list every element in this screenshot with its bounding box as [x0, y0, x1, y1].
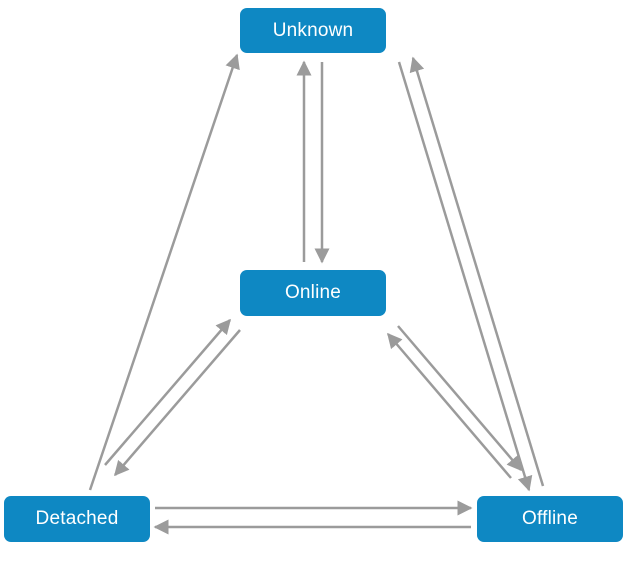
- state-node-online: Online: [240, 270, 386, 316]
- state-node-unknown: Unknown: [240, 8, 386, 53]
- state-node-detached: Detached: [4, 496, 150, 542]
- state-node-offline: Offline: [477, 496, 623, 542]
- transition-online-to-offline: [397, 325, 522, 472]
- transition-detached-to-online: [104, 318, 231, 466]
- transition-online-to-detached: [114, 329, 241, 477]
- transition-offline-to-unknown: [409, 56, 545, 487]
- transition-detached-to-unknown: [88, 53, 240, 491]
- transition-unknown-to-offline: [397, 61, 533, 492]
- transition-offline-to-online: [387, 332, 512, 479]
